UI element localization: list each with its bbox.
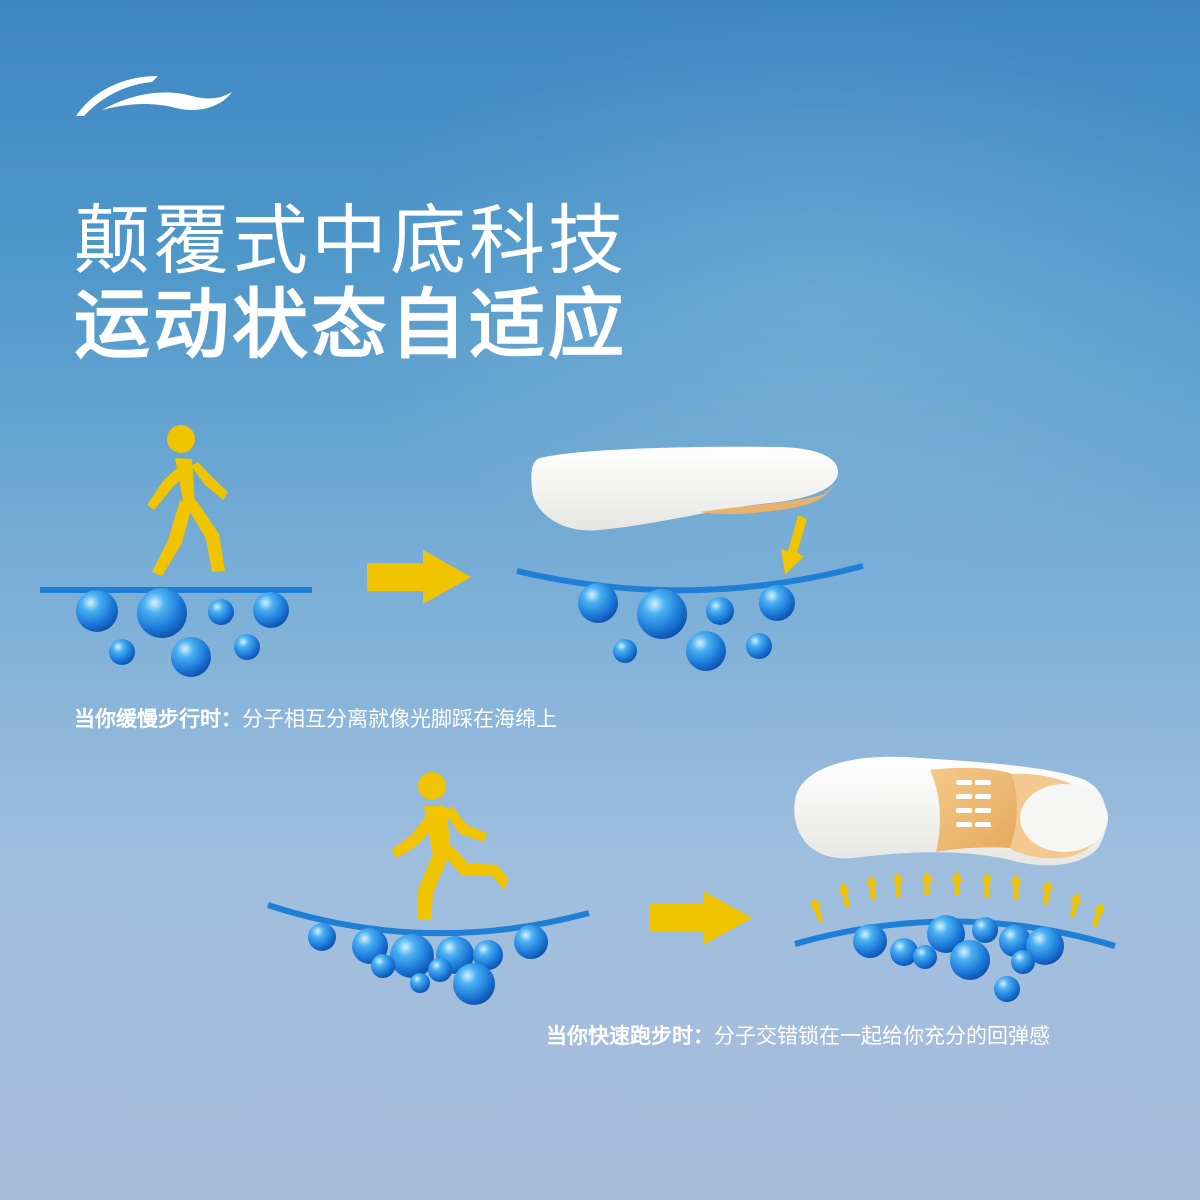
interlocked-molecules [308,923,548,1005]
headline-line-2: 运动状态自适应 [74,280,627,369]
walking-caption-text: 分子相互分离就像光脚踩在海绵上 [242,707,557,731]
walking-caption: 当你缓慢步行时：分子相互分离就像光脚踩在海绵上 [74,703,557,733]
arrow-right-icon [367,550,471,604]
pressed-surface-line [516,563,864,594]
compressed-molecules-walking [578,583,795,671]
running-figure-icon [391,772,508,920]
running-caption: 当你快速跑步时：分子交错锁在一起给你充分的回弹感 [546,1020,1050,1050]
li-ning-logo [76,76,232,116]
walking-figure-icon [147,425,228,576]
interlocked-molecules-running [853,915,1064,1002]
running-caption-text: 分子交错锁在一起给你充分的回弹感 [714,1024,1050,1048]
arrow-down-icon [781,515,807,575]
insole-angled-view [794,756,1108,866]
headline-line-1: 颠覆式中底科技 [74,196,627,285]
running-caption-lead: 当你快速跑步时： [546,1024,714,1048]
separated-molecules [76,588,289,677]
flexed-surface-line [267,902,590,937]
insole-top-view [531,446,839,531]
arrow-right-icon-2 [650,891,752,945]
flat-surface-line [40,587,312,593]
walking-caption-lead: 当你缓慢步行时： [74,707,242,731]
